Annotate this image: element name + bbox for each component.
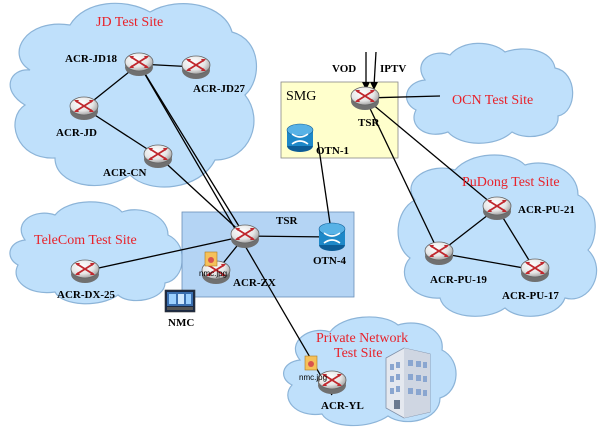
label-acr-pu-17: ACR-PU-17 [502, 290, 559, 302]
label-tsr-smg: TSR [358, 117, 380, 129]
label-acr-jd27: ACR-JD27 [193, 83, 245, 95]
site-title-telecom: TeleCom Test Site [34, 233, 137, 248]
router-acr-jd[interactable] [69, 96, 99, 121]
label-acr-cn: ACR-CN [103, 167, 146, 179]
label-acr-yl: ACR-YL [321, 400, 364, 412]
router-acr-pu-19[interactable] [424, 241, 454, 266]
site-title-jd: JD Test Site [96, 15, 163, 30]
cloud-jd [9, 2, 258, 188]
label-acr-pu-21: ACR-PU-21 [518, 204, 575, 216]
smg-box-title: SMG [286, 89, 316, 104]
label-acr-dx-25: ACR-DX-25 [57, 289, 116, 301]
label-acr-jd18: ACR-JD18 [65, 53, 117, 65]
input-arrows [362, 82, 378, 90]
file-label-zx: nmc.jpg [199, 269, 227, 278]
jpg-file-icon: nmc.jpg [299, 355, 327, 382]
site-title-pudong: PuDong Test Site [462, 175, 560, 190]
cloud-telecom [9, 201, 183, 305]
router-tsr-hub[interactable] [230, 224, 260, 249]
input-iptv-label: IPTV [380, 63, 406, 75]
router-acr-pu-17[interactable] [520, 258, 550, 283]
site-title-ocn: OCN Test Site [452, 93, 533, 108]
router-acr-pu-21[interactable] [482, 196, 512, 221]
router-acr-cn[interactable] [143, 144, 173, 169]
file-label-yl: nmc.jpg [299, 373, 327, 382]
label-nmc: NMC [168, 317, 194, 329]
site-title-private-line2: Test Site [334, 346, 382, 361]
site-title-private-line1: Private Network [316, 331, 408, 346]
input-vod-label: VOD [332, 63, 356, 75]
cloud-ocn [405, 42, 574, 144]
router-acr-jd18[interactable] [124, 52, 154, 77]
building-icon [385, 347, 431, 419]
label-acr-zx: ACR-ZX [233, 277, 276, 289]
label-acr-pu-19: ACR-PU-19 [430, 274, 487, 286]
tsr-hub-title: TSR [276, 215, 298, 227]
router-tsr-smg[interactable] [350, 86, 380, 111]
router-acr-jd27[interactable] [181, 55, 211, 80]
optical-switch-otn-1[interactable] [286, 123, 314, 153]
router-acr-dx-25[interactable] [70, 259, 100, 284]
nmc-monitor-icon[interactable] [164, 289, 196, 313]
label-otn-1: OTN-1 [316, 145, 349, 157]
optical-switch-otn-4[interactable] [318, 222, 346, 252]
label-acr-jd: ACR-JD [56, 127, 97, 139]
jpg-file-icon: nmc.jpg [199, 251, 227, 278]
label-otn-4: OTN-4 [313, 255, 347, 267]
